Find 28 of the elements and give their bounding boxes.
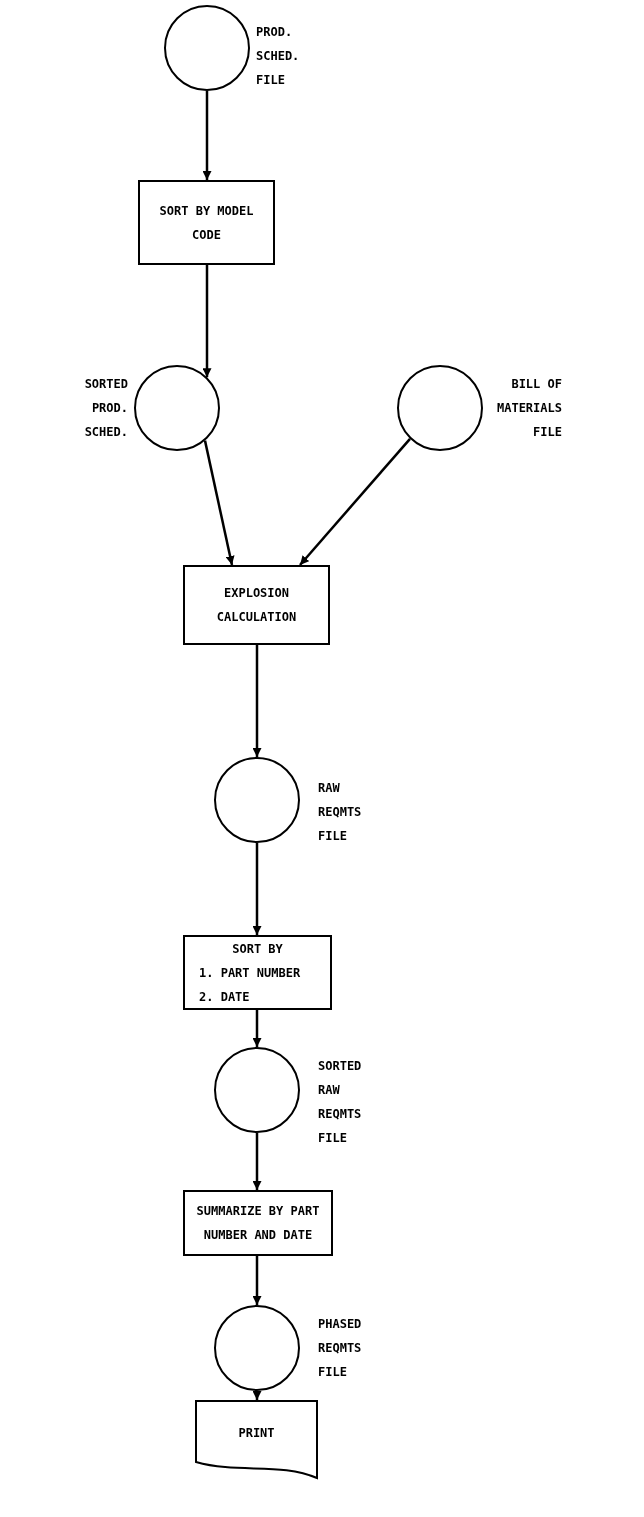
arrow xyxy=(299,438,411,566)
arrow xyxy=(252,1010,262,1047)
box-text: PRINT xyxy=(237,1425,276,1442)
arrow xyxy=(252,1133,262,1190)
process-box xyxy=(138,180,275,265)
arrow xyxy=(252,843,262,935)
process-box xyxy=(183,1190,333,1256)
process-box xyxy=(183,935,332,1010)
arrow xyxy=(252,1256,262,1305)
box-text: SUMMARIZE BY PART NUMBER AND DATE xyxy=(195,1203,321,1244)
file-label: SORTED RAW REQMTS FILE xyxy=(318,1058,363,1147)
file-label: BILL OF MATERIALS FILE xyxy=(495,376,562,441)
box-text: SORT BY xyxy=(231,940,284,958)
file-label: PHASED REQMTS FILE xyxy=(318,1316,363,1381)
arrow xyxy=(252,645,262,757)
box-text: 1. PART NUMBER xyxy=(198,964,302,982)
box-text: SORT BY MODEL CODE xyxy=(158,202,255,244)
process-box xyxy=(183,565,330,645)
arrow xyxy=(202,91,212,180)
box-text: EXPLOSION CALCULATION xyxy=(215,585,298,626)
box-text: 2. DATE xyxy=(198,988,251,1006)
document-shape xyxy=(195,1400,318,1480)
file-label: SORTED PROD. SCHED. xyxy=(83,376,128,441)
arrow xyxy=(202,265,212,378)
file-label: RAW REQMTS FILE xyxy=(318,780,363,845)
arrow xyxy=(252,1391,262,1400)
arrow xyxy=(203,440,235,566)
file-label: PROD. SCHED. FILE xyxy=(256,24,301,89)
